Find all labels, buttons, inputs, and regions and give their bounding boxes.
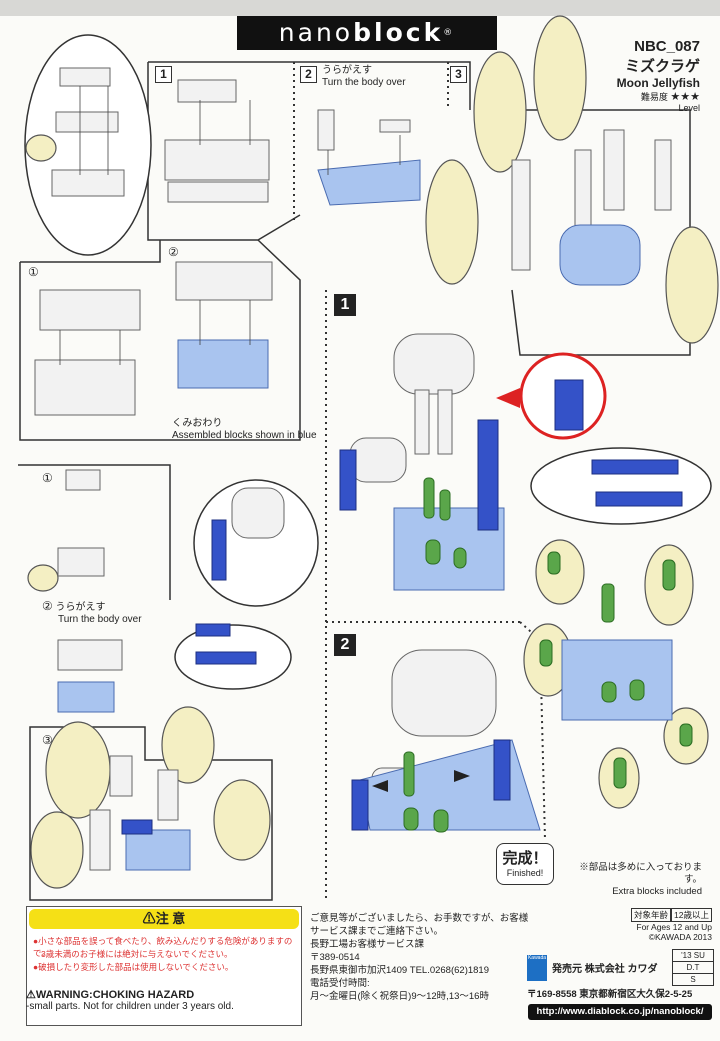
- extra-blocks-en: Extra blocks included: [576, 886, 702, 898]
- extra-blocks-jp: ※部品は多めに入っております。: [576, 862, 702, 886]
- print-codes: '13 SU D.T S: [672, 949, 714, 986]
- info-line-7: 月〜金曜日(除く祝祭日)9〜12時,13〜16時: [310, 990, 528, 1003]
- warning-triangle-icon: ⚠: [26, 989, 36, 1001]
- circled-2-top: ②: [168, 246, 179, 258]
- brand-logo-thin: nano: [279, 18, 353, 47]
- step-number-3: 3: [450, 66, 467, 83]
- difficulty-level: 難易度 ★★★Level: [617, 90, 700, 113]
- choking-detail: -small parts. Not for children under 3 y…: [26, 1001, 300, 1012]
- print-code-2: D.T: [673, 962, 713, 974]
- website-link[interactable]: http://www.diablock.co.jp/nanoblock/: [528, 1004, 712, 1020]
- turn-over-en-left: Turn the body over: [42, 614, 142, 626]
- step-number-2: 2: [300, 66, 317, 83]
- main-step-2: 2: [334, 634, 356, 656]
- turn-over-jp-left: ② うらがえす: [42, 600, 142, 614]
- circled-1-top: ①: [28, 266, 39, 278]
- caution-title: 注 意: [156, 911, 186, 926]
- main-step-1: 1: [334, 294, 356, 316]
- print-code-1: '13 SU: [673, 950, 713, 962]
- extra-blocks-note: ※部品は多めに入っております。 Extra blocks included: [576, 862, 702, 898]
- registered-mark: ®: [443, 28, 455, 38]
- turn-over-jp-left-text: うらがえす: [56, 602, 106, 613]
- circled-3-left: ③: [42, 734, 53, 746]
- turn-over-en-top: Turn the body over: [322, 77, 406, 89]
- kawada-logo-text: Kawada: [528, 955, 546, 961]
- choking-title-text: WARNING:CHOKING HAZARD: [36, 989, 194, 1001]
- print-code-3: S: [673, 974, 713, 985]
- info-line-5: 長野県東御市加沢1409 TEL.0268(62)1819: [310, 964, 528, 977]
- info-line-4: 〒389-0514: [310, 951, 528, 964]
- finished-en: Finished!: [497, 868, 553, 878]
- info-line-1: ご意見等がございましたら、お手数ですが、お客様: [310, 912, 528, 925]
- product-code: NBC_087: [617, 38, 700, 55]
- kawada-logo: Kawada: [527, 955, 547, 981]
- choking-warning: ⚠WARNING:CHOKING HAZARD -small parts. No…: [26, 988, 300, 1012]
- age-label-jp: 対象年齢: [631, 908, 671, 922]
- customer-service-info: ご意見等がございましたら、お手数ですが、お客様 サービス課までご連絡下さい。 長…: [310, 912, 528, 1003]
- assembled-note: くみおわり Assembled blocks shown in blue: [172, 418, 317, 442]
- finished-jp: 完成！: [497, 847, 553, 868]
- caution-line-2: 3歳未満のお子様には絶対に与えないでください。: [41, 948, 232, 960]
- product-name-jp: ミズクラゲ: [617, 55, 700, 76]
- circled-2-left: ②: [42, 599, 53, 613]
- assembled-jp: くみおわり: [172, 418, 317, 430]
- maker-name: 発売元 株式会社 カワダ: [552, 960, 658, 975]
- difficulty-label-jp: 難易度: [641, 92, 668, 102]
- age-value-jp: 12歳以上: [671, 908, 712, 922]
- circled-1-left: ①: [42, 472, 53, 484]
- info-line-2: サービス課までご連絡下さい。: [310, 925, 528, 938]
- brand-logo: nanoblock®: [237, 16, 497, 50]
- product-info: NBC_087 ミズクラゲ Moon Jellyfish 難易度 ★★★Leve…: [617, 38, 700, 113]
- assembled-en: Assembled blocks shown in blue: [172, 430, 317, 442]
- difficulty-label-en: Level: [678, 103, 700, 113]
- info-line-3: 長野工場お客様サービス課: [310, 938, 528, 951]
- turn-over-jp-top: うらがえす: [322, 65, 406, 77]
- step-number-1: 1: [155, 66, 172, 83]
- age-en: For Ages 12 and Up: [626, 922, 712, 932]
- choking-title: ⚠WARNING:CHOKING HAZARD: [26, 988, 300, 1001]
- warning-triangle-icon: ⚠: [143, 911, 156, 926]
- info-line-6: 電話受付時間:: [310, 977, 528, 990]
- copyright: ©KAWADA 2013: [626, 932, 712, 942]
- turn-over-note-top: うらがえす Turn the body over: [322, 65, 406, 89]
- caution-line-3: ●破損したり変形した部品は使用しないでください。: [33, 961, 233, 973]
- caution-header: ⚠注 意: [29, 909, 299, 929]
- difficulty-stars: ★★★: [670, 91, 700, 103]
- finished-badge: 完成！ Finished!: [496, 843, 554, 885]
- maker-address: 〒169-8558 東京都新宿区大久保2-5-25: [527, 986, 692, 1000]
- turn-over-note-left: ② うらがえす Turn the body over: [42, 600, 142, 626]
- product-name-en: Moon Jellyfish: [617, 76, 700, 90]
- brand-logo-bold: block: [353, 18, 443, 47]
